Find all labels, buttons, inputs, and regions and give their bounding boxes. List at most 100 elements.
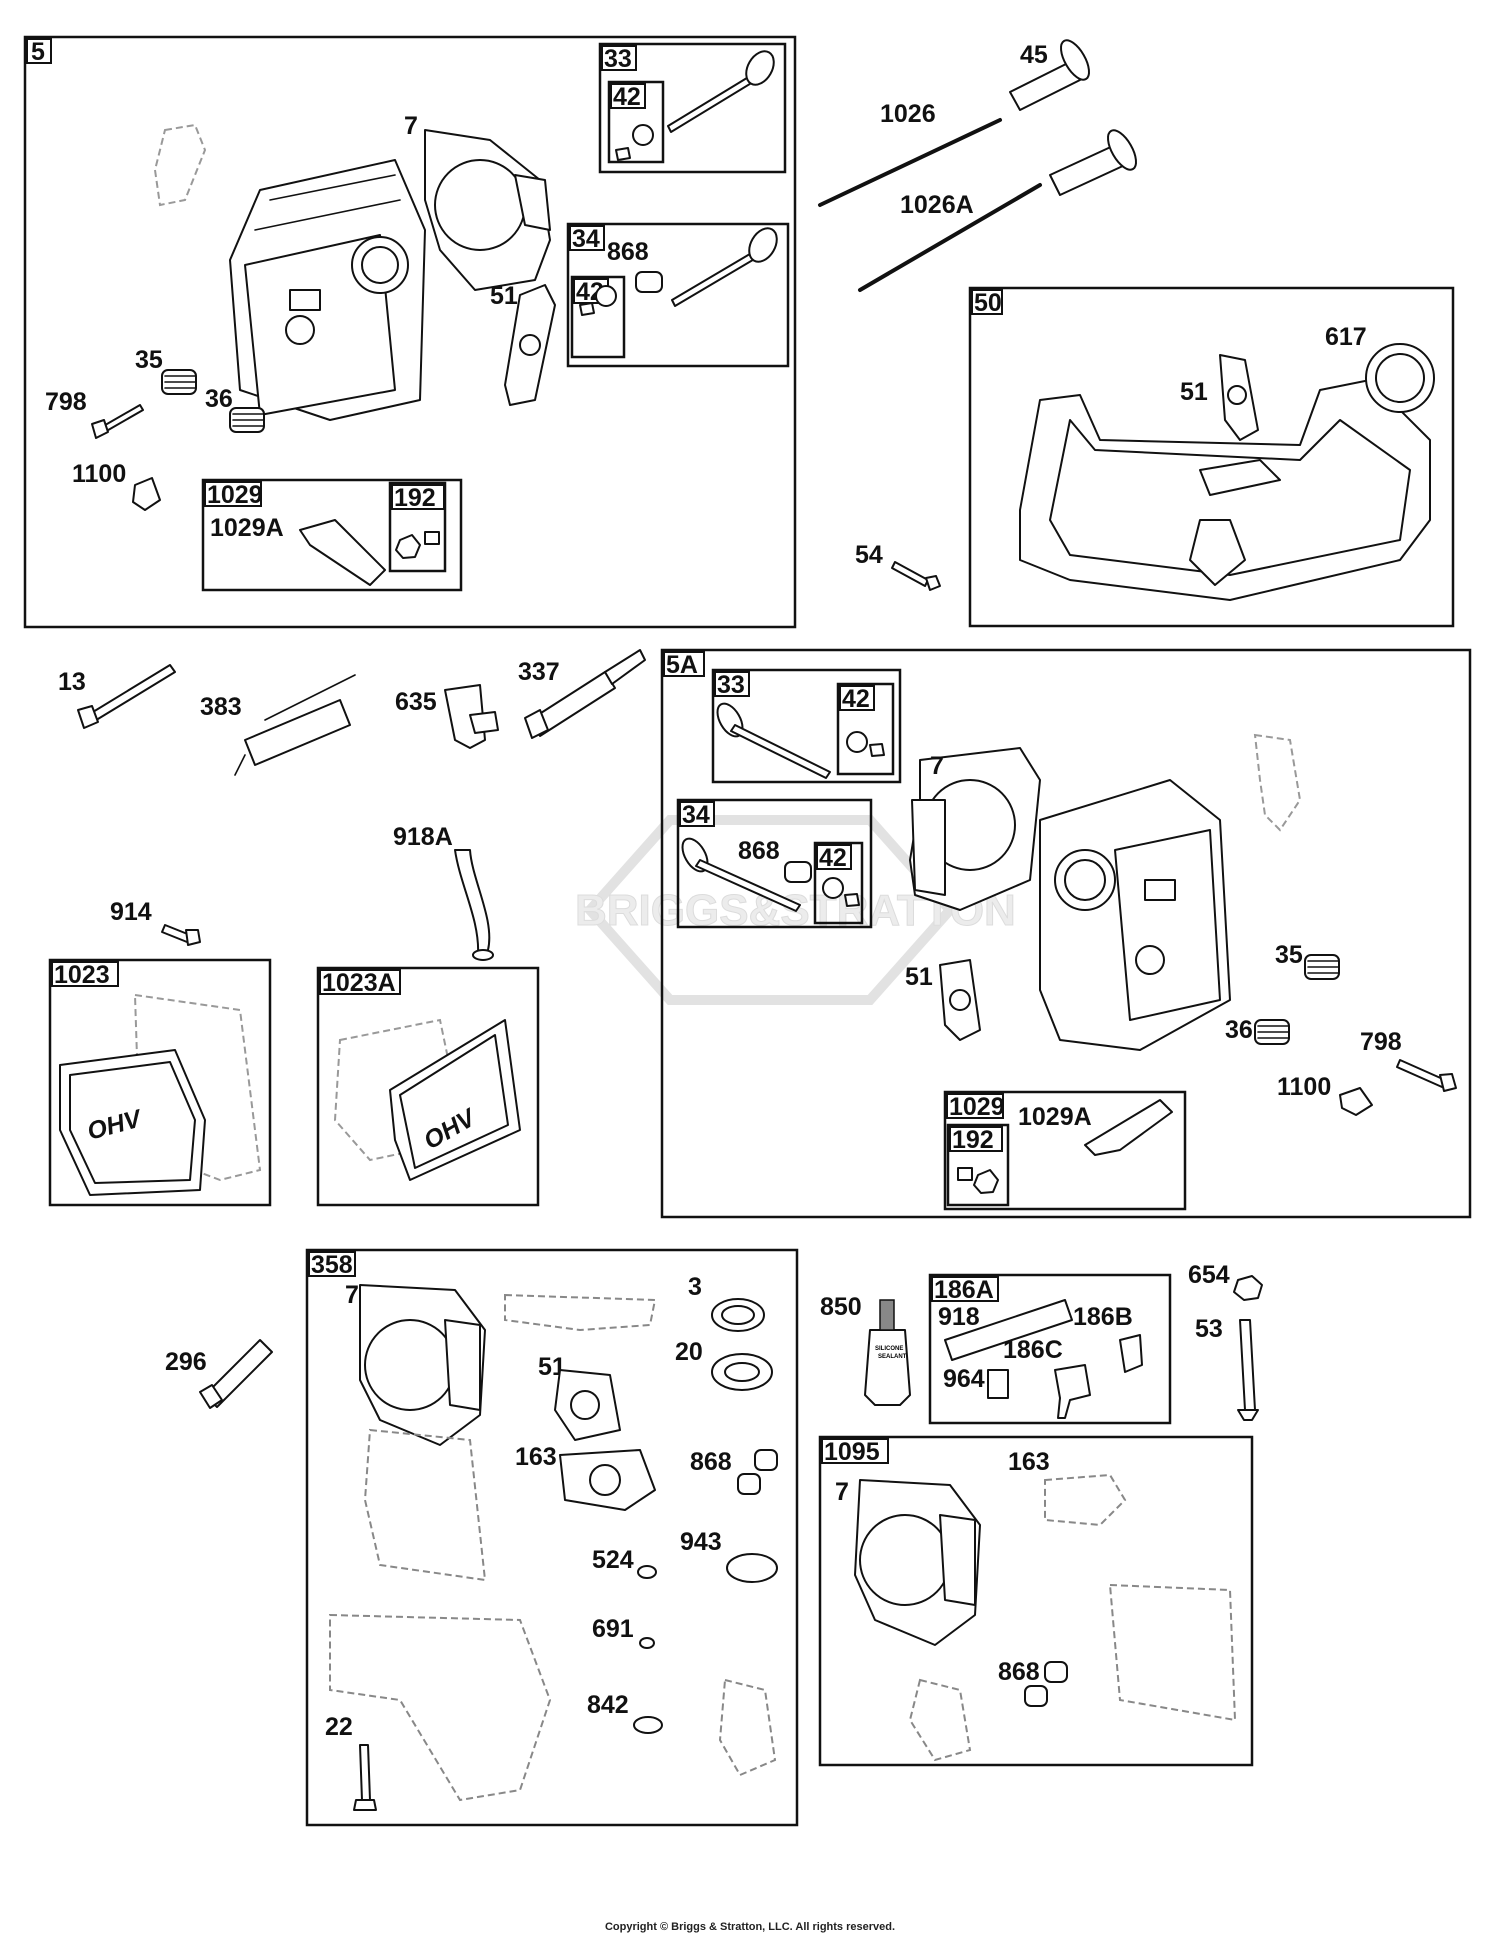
label-51: 51 bbox=[490, 282, 518, 310]
label-1100-5A: 1100 bbox=[1277, 1073, 1331, 1101]
group-33-box: 33 42 bbox=[598, 42, 787, 174]
group-tag-358: 358 bbox=[311, 1251, 353, 1279]
bolt-13 bbox=[77, 664, 176, 729]
label-13: 13 bbox=[58, 668, 86, 696]
group-tag-33-5A: 33 bbox=[717, 671, 745, 699]
label-617: 617 bbox=[1325, 323, 1367, 351]
label-918: 918 bbox=[938, 1303, 980, 1331]
label-54: 54 bbox=[855, 541, 883, 569]
label-798-5A: 798 bbox=[1360, 1028, 1402, 1056]
part-1100 bbox=[132, 477, 161, 511]
group-tag-192: 192 bbox=[394, 484, 436, 512]
label-691: 691 bbox=[592, 1615, 634, 1643]
label-163: 163 bbox=[515, 1443, 557, 1471]
label-1026A: 1026A bbox=[900, 191, 974, 219]
valve-spring-35 bbox=[161, 369, 197, 395]
group-tag-1029: 1029 bbox=[207, 481, 263, 509]
label-1100: 1100 bbox=[72, 460, 126, 488]
group-tag-42-5A: 42 bbox=[842, 685, 870, 713]
label-524: 524 bbox=[592, 1546, 634, 1574]
label-22: 22 bbox=[325, 1713, 353, 1741]
cylinder-head-part bbox=[229, 159, 426, 421]
push-rods bbox=[818, 118, 1042, 292]
label-868-358: 868 bbox=[690, 1448, 732, 1476]
group-34-box: 34 868 42 bbox=[566, 222, 790, 368]
group-tag-1095: 1095 bbox=[824, 1438, 880, 1466]
group-tag-5: 5 bbox=[31, 38, 45, 66]
group-tag-33: 33 bbox=[604, 45, 632, 73]
intake-gasket-outline bbox=[153, 123, 207, 207]
stud-53 bbox=[1237, 1319, 1259, 1421]
label-635: 635 bbox=[395, 688, 437, 716]
label-798: 798 bbox=[45, 388, 87, 416]
label-45: 45 bbox=[1020, 41, 1048, 69]
gasket-51 bbox=[504, 284, 556, 406]
label-383: 383 bbox=[200, 693, 242, 721]
group-tag-192-5A: 192 bbox=[952, 1126, 994, 1154]
label-918A: 918A bbox=[393, 823, 453, 851]
label-51-5A: 51 bbox=[905, 963, 933, 991]
label-868: 868 bbox=[607, 238, 649, 266]
part-383 bbox=[234, 674, 356, 776]
sealant-text-2: SEALANT bbox=[878, 1354, 907, 1360]
sealant-tube-850: SILICONE SEALANT bbox=[864, 1299, 911, 1406]
part-296 bbox=[199, 1339, 273, 1409]
group-tag-42b-5A: 42 bbox=[819, 844, 847, 872]
label-35-5A: 35 bbox=[1275, 941, 1303, 969]
screw-54 bbox=[891, 561, 941, 591]
spark-plug-337 bbox=[524, 649, 646, 739]
label-51-manifold: 51 bbox=[1180, 378, 1208, 406]
label-53: 53 bbox=[1195, 1315, 1223, 1343]
group-1029-box: 1029 1029A 192 bbox=[201, 478, 463, 592]
bolt-798 bbox=[91, 404, 144, 439]
label-868-1095: 868 bbox=[998, 1658, 1040, 1686]
group-358-gasket-set: 358 7 3 20 51 163 868 943 524 691 842 2 bbox=[305, 1248, 799, 1827]
label-964: 964 bbox=[943, 1365, 985, 1393]
label-186B: 186B bbox=[1073, 1303, 1133, 1331]
label-1029A: 1029A bbox=[210, 514, 284, 542]
label-36: 36 bbox=[205, 385, 233, 413]
label-842: 842 bbox=[587, 1691, 629, 1719]
label-35: 35 bbox=[135, 346, 163, 374]
tappet-second bbox=[1049, 129, 1137, 196]
boot-635 bbox=[444, 684, 499, 749]
label-186C: 186C bbox=[1003, 1336, 1063, 1364]
label-7-5A: 7 bbox=[930, 752, 944, 780]
label-337: 337 bbox=[518, 658, 560, 686]
label-914: 914 bbox=[110, 898, 152, 926]
label-7-1095: 7 bbox=[835, 1478, 849, 1506]
group-tag-34: 34 bbox=[572, 225, 600, 253]
label-7-358: 7 bbox=[345, 1281, 359, 1309]
label-1026: 1026 bbox=[880, 100, 936, 128]
tappet-45 bbox=[1009, 39, 1090, 111]
valve-spring-36 bbox=[229, 407, 265, 433]
label-943: 943 bbox=[680, 1528, 722, 1556]
group-tag-42: 42 bbox=[613, 83, 641, 111]
group-5A-cylinder-head: 5A 33 42 34 868 42 7 bbox=[660, 648, 1472, 1219]
screw-914 bbox=[161, 924, 201, 946]
label-654: 654 bbox=[1188, 1261, 1230, 1289]
label-163-1095: 163 bbox=[1008, 1448, 1050, 1476]
group-tag-5A: 5A bbox=[666, 651, 698, 679]
label-7: 7 bbox=[404, 112, 418, 140]
group-tag-1023: 1023 bbox=[54, 961, 110, 989]
group-50-intake-manifold: 50 bbox=[968, 286, 1455, 628]
group-1023A-valve-cover: 1023A OHV bbox=[316, 966, 540, 1207]
group-186A-breather: 186A 918 186B 186C 964 bbox=[928, 1273, 1172, 1425]
group-5-cylinder-head: 5 7 51 35 bbox=[23, 35, 797, 629]
label-20: 20 bbox=[675, 1338, 703, 1366]
group-1023-valve-cover: 1023 OHV bbox=[48, 958, 272, 1207]
hose-918A bbox=[454, 849, 494, 961]
group-tag-1023A: 1023A bbox=[322, 969, 396, 997]
head-gasket-7 bbox=[424, 129, 551, 291]
label-3: 3 bbox=[688, 1273, 702, 1301]
label-868-5A: 868 bbox=[738, 837, 780, 865]
group-tag-34-5A: 34 bbox=[682, 801, 710, 829]
group-1095-gasket-set: 1095 7 163 868 bbox=[818, 1435, 1254, 1767]
copyright-notice: Copyright © Briggs & Stratton, LLC. All … bbox=[604, 1921, 896, 1933]
nut-654 bbox=[1233, 1275, 1263, 1301]
sealant-text-1: SILICONE bbox=[875, 1346, 903, 1352]
label-296: 296 bbox=[165, 1348, 207, 1376]
label-1029A-5A: 1029A bbox=[1018, 1103, 1092, 1131]
